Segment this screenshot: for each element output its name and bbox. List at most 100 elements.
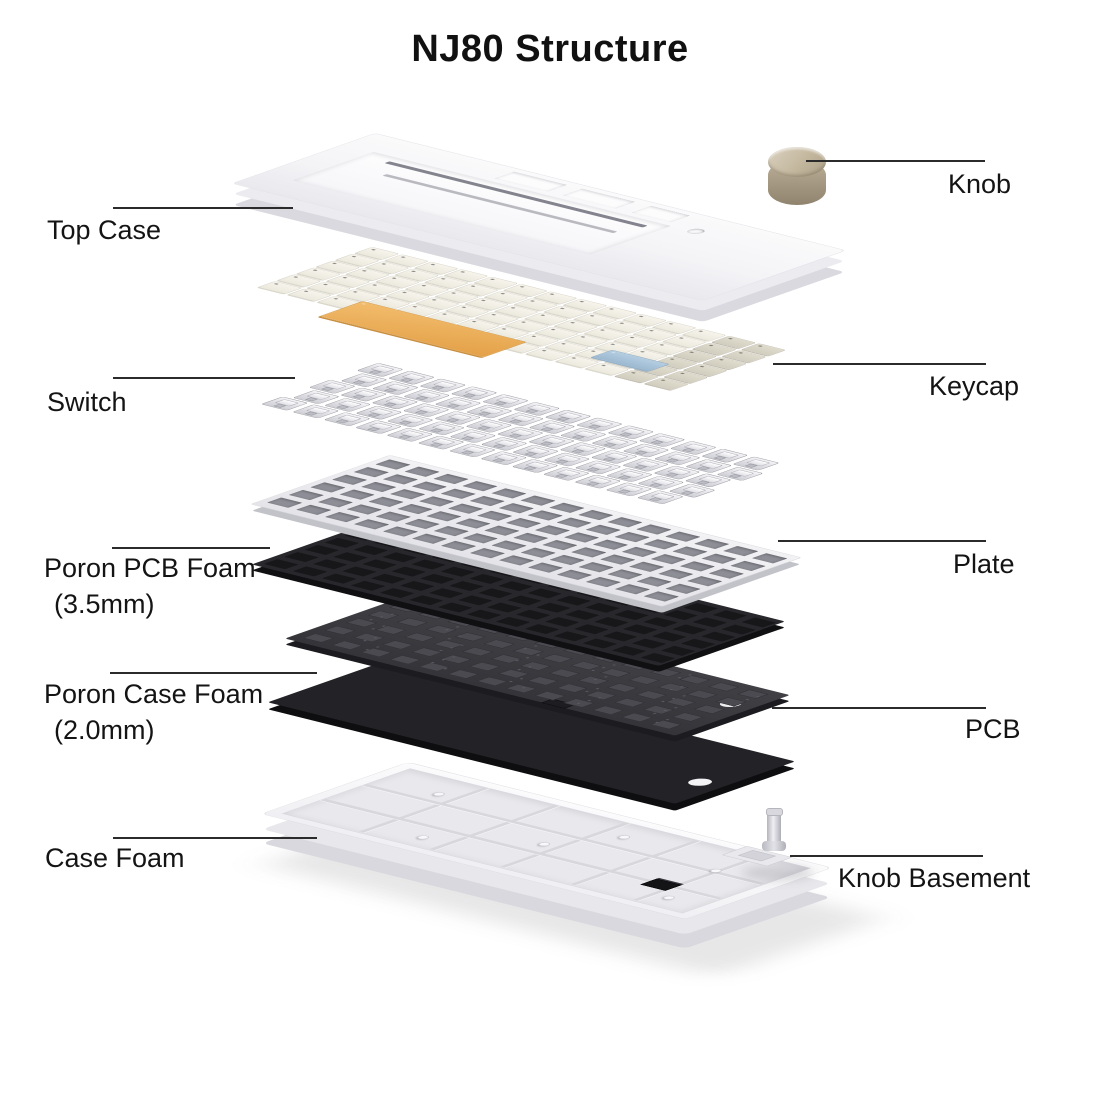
pcb-via: [368, 619, 374, 621]
plate-cutout: [585, 524, 621, 535]
label-knob: Knob: [948, 166, 1011, 202]
foam-cutout: [478, 588, 513, 599]
pcb-via: [673, 707, 679, 709]
plate-cutout: [433, 473, 469, 485]
plate-cutout: [440, 540, 477, 552]
plate-cutout: [462, 533, 498, 544]
pcb-pad: [527, 676, 559, 686]
foam-cutout: [420, 573, 455, 584]
label-top-case: Top Case: [47, 212, 161, 248]
foam-cutout: [469, 573, 504, 584]
plate-cutout: [361, 481, 397, 493]
label-pcb: PCB: [965, 711, 1021, 747]
pcb-via: [603, 676, 609, 678]
foam-cutout: [486, 602, 522, 613]
pcb-pad: [664, 697, 697, 707]
foam-cutout: [437, 602, 473, 613]
plate-cutout: [411, 533, 448, 544]
plate-cutout: [607, 517, 643, 528]
plate-cutout: [534, 525, 571, 536]
pcb-pad: [302, 633, 335, 643]
plate-cutout: [636, 524, 672, 535]
plate-cutout: [563, 532, 600, 543]
label-poron-case-foam-line2: (2.0mm): [54, 715, 155, 745]
pcb-via: [455, 626, 460, 628]
plate-cutout: [498, 555, 535, 566]
plate-cutout: [542, 539, 578, 551]
foam-cutout: [321, 573, 357, 584]
pcb-pad: [396, 617, 429, 627]
pcb-pad: [374, 625, 407, 635]
foam-hole: [683, 777, 717, 788]
pcb-via: [446, 638, 452, 640]
foam-cutout: [408, 595, 444, 606]
plate-cutout: [325, 511, 361, 523]
foam-cutout: [411, 559, 447, 570]
pcb-via: [611, 664, 617, 666]
label-keycap: Keycap: [929, 368, 1019, 404]
label-keycap-text: Keycap: [929, 371, 1020, 401]
foam-cutout: [527, 588, 562, 599]
foam-cutout: [672, 624, 707, 635]
pcb-pad: [671, 712, 704, 722]
plate-cutout: [426, 511, 462, 522]
foam-cutout: [292, 566, 328, 577]
pcb-via: [665, 718, 670, 721]
label-case-foam: Case Foam: [45, 840, 185, 876]
foam-cutout: [304, 544, 339, 555]
pcb-pad: [657, 682, 689, 692]
plate-cutout: [636, 576, 672, 587]
leader-line-poron-pcb-foam: [112, 547, 270, 549]
pcb-pad: [331, 640, 364, 650]
plate-cutout: [614, 584, 651, 595]
plate-cutout: [462, 481, 498, 492]
foam-cutout: [651, 631, 687, 642]
plate-cutout: [411, 481, 447, 492]
pcb-via: [744, 698, 750, 701]
pcb-pad: [447, 669, 479, 679]
pcb-via: [508, 680, 514, 683]
pcb-via: [516, 668, 522, 671]
plate-cutout: [527, 510, 563, 521]
plate-cutout: [476, 510, 513, 521]
knob-top: [768, 147, 826, 177]
pcb-pad: [621, 712, 653, 722]
pcb-pad: [367, 610, 400, 620]
knob-basement-shaft-cap: [766, 808, 783, 816]
foam-cutout: [362, 559, 397, 570]
foam-cutout: [553, 631, 589, 642]
pcb-pad: [324, 625, 356, 636]
foam-cutout: [640, 652, 676, 663]
pcb-pad: [411, 647, 443, 657]
label-poron-pcb-foam: Poron PCB Foam (3.5mm): [44, 550, 256, 622]
leader-line-pcb: [772, 707, 986, 709]
foam-cutout: [660, 645, 696, 656]
plate-cutout: [404, 466, 440, 477]
pcb-pad: [548, 668, 581, 678]
leader-line-knob: [806, 160, 985, 162]
plate-cutout: [447, 503, 484, 514]
foam-cutout: [701, 631, 736, 642]
plate-cutout: [621, 546, 658, 558]
pcb-via: [535, 654, 541, 656]
knob-basement-shaft: [767, 812, 781, 844]
plate-cutout: [658, 568, 694, 580]
plate-cutout: [549, 554, 585, 566]
plate-cutout: [701, 553, 737, 564]
pcb-pad: [519, 661, 552, 671]
foam-cutout: [524, 624, 560, 635]
leader-line-keycap: [773, 363, 986, 365]
plate-cutout: [288, 489, 325, 501]
pcb-pad: [490, 654, 523, 664]
foam-cutout: [683, 603, 719, 614]
label-pcb-text: PCB: [965, 714, 1021, 744]
case-post: [430, 791, 448, 797]
pcb-via: [681, 695, 687, 697]
foam-cutout: [449, 581, 484, 592]
pcb-pad: [592, 705, 624, 715]
plate-cutout: [267, 497, 303, 508]
pcb-pad: [736, 689, 769, 699]
plate-cutout: [382, 526, 419, 537]
foam-cutout: [379, 588, 415, 599]
case-post: [535, 841, 553, 847]
